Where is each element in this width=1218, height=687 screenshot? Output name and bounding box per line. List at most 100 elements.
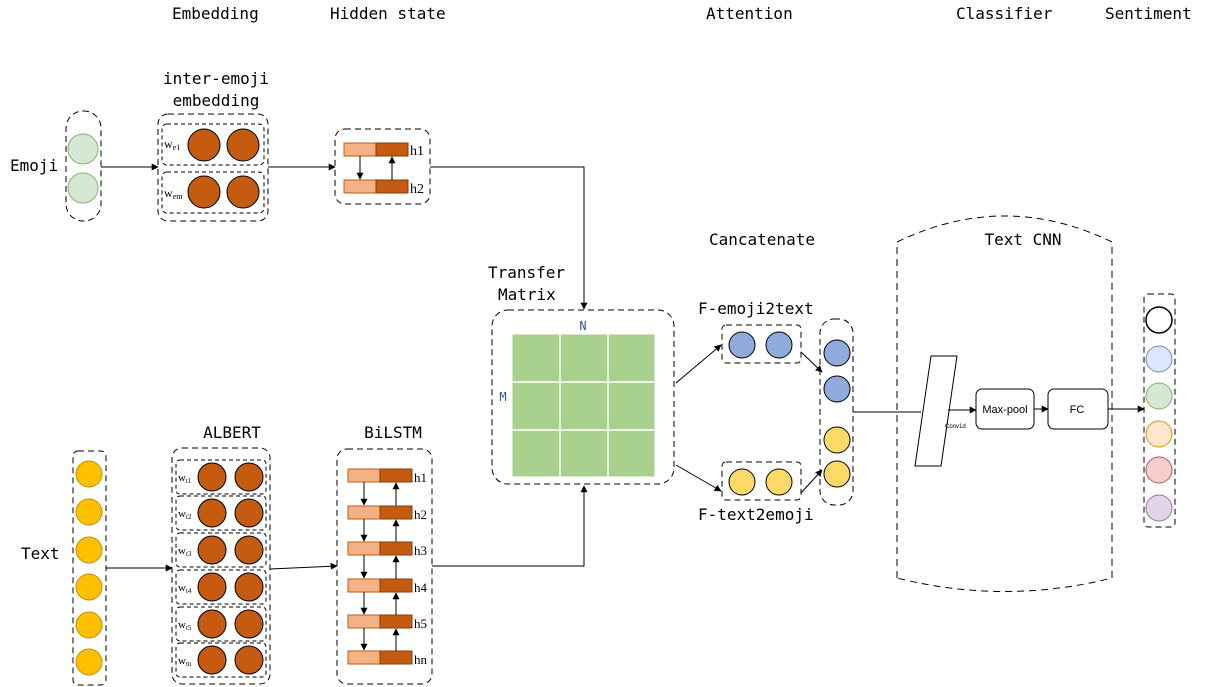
- albert-node: [197, 609, 227, 639]
- transfer-matrix-title: Transfer: [488, 263, 565, 282]
- emoji2text-node: [765, 331, 793, 359]
- albert-group: [171, 447, 271, 685]
- bilstm-hidden-label: h5: [414, 616, 427, 631]
- text2emoji-node: [728, 468, 756, 496]
- albert-node: [234, 645, 264, 675]
- albert-node: [234, 609, 264, 639]
- emoji-embedding-row-label: wem: [164, 186, 183, 201]
- albert-row: [175, 606, 267, 642]
- albert-row: [175, 642, 267, 678]
- albert-row: [175, 532, 267, 568]
- stage-embedding-label: Embedding: [172, 4, 259, 23]
- matrix-row-label: M: [499, 390, 506, 404]
- sentiment-class-node: [1145, 382, 1173, 410]
- bilstm-forward-cell: [347, 614, 381, 629]
- bilstm-hidden-label: h1: [414, 470, 427, 485]
- albert-row-label: wt2: [178, 508, 192, 521]
- emoji-embedding-node: [226, 128, 260, 162]
- emoji-input-group: [65, 110, 102, 222]
- text-input-node: [75, 460, 103, 488]
- text2emoji-group: [721, 461, 802, 501]
- bilstm-forward-cell: [347, 468, 381, 483]
- albert-node: [234, 535, 264, 565]
- albert-row-label: wtn: [178, 655, 192, 668]
- text2emoji-node: [765, 468, 793, 496]
- emoji-embedding-group: [157, 113, 269, 222]
- albert-node: [234, 462, 264, 492]
- emoji2text-node: [728, 331, 756, 359]
- emoji-hidden-label: h1: [410, 144, 424, 159]
- sentiment-output-group: [1143, 293, 1176, 528]
- text-input-label: Text: [21, 544, 60, 563]
- albert-row: [175, 495, 267, 531]
- emoji-hidden-to-matrix-arrow: [430, 166, 588, 310]
- bilstm-forward-cell: [347, 505, 381, 520]
- concat-node-text: [823, 426, 851, 454]
- emoji-embedding-row: [161, 123, 265, 166]
- stage-attention-label: Attention: [706, 4, 793, 23]
- concat-node-emoji: [823, 375, 851, 403]
- emoji-embedding-node: [187, 175, 221, 209]
- bilstm-hidden-label: h3: [414, 543, 427, 558]
- concat-node-emoji: [823, 339, 851, 367]
- emoji-embedding-title: embedding: [173, 91, 260, 110]
- albert-node: [234, 498, 264, 528]
- sentiment-class-node: [1145, 420, 1173, 448]
- text-input-node: [75, 536, 103, 564]
- text-cnn-title: Text CNN: [984, 230, 1061, 249]
- emoji2text-to-concat-arrow: [800, 351, 823, 373]
- bilstm-hidden-label: h4: [414, 580, 428, 595]
- albert-row-label: wt4: [178, 582, 192, 595]
- albert-row: [175, 459, 267, 495]
- text2emoji-to-concat-arrow: [800, 469, 823, 494]
- bilstm-backward-cell: [379, 614, 413, 629]
- albert-node: [197, 498, 227, 528]
- albert-node: [197, 462, 227, 492]
- transfer-matrix-group: [491, 309, 675, 485]
- text-input-node: [75, 498, 103, 526]
- emoji-embedding-title: inter-emoji: [163, 69, 269, 88]
- sentiment-class-node: [1145, 345, 1173, 373]
- albert-row-label: wt5: [178, 619, 192, 632]
- bilstm-to-matrix-arrow: [432, 485, 588, 567]
- albert-node: [234, 572, 264, 602]
- emoji-hidden-backward-cell: [375, 179, 409, 194]
- bilstm-title: BiLSTM: [364, 423, 422, 442]
- stage-classifier-label: Classifier: [956, 4, 1053, 23]
- albert-node: [197, 572, 227, 602]
- conv1d-label: Conv1d: [945, 424, 966, 430]
- bilstm-backward-cell: [379, 505, 413, 520]
- text-cnn-group: [896, 215, 1113, 592]
- sentiment-class-node: [1145, 306, 1173, 334]
- emoji-hidden-forward-cell: [343, 142, 377, 157]
- emoji2text-group: [721, 324, 802, 364]
- sentiment-class-node: [1145, 456, 1173, 484]
- bilstm-forward-cell: [347, 578, 381, 593]
- emoji-embedding-node: [226, 175, 260, 209]
- bilstm-backward-cell: [379, 468, 413, 483]
- albert-node: [197, 645, 227, 675]
- concat-node-text: [823, 460, 851, 488]
- emoji2text-label: F-emoji2text: [698, 299, 814, 318]
- bilstm-hidden-label: hn: [414, 652, 428, 667]
- stage-hidden-state-label: Hidden state: [330, 4, 446, 23]
- bilstm-backward-cell: [379, 541, 413, 556]
- emoji-input-label: Emoji: [10, 156, 58, 175]
- transfer-matrix-title: Matrix: [498, 285, 556, 304]
- emoji-input-node: [67, 133, 99, 165]
- matrix-to-text2emoji-arrow: [675, 464, 722, 492]
- emoji-hidden-forward-cell: [343, 179, 377, 194]
- fc-label: FC: [1070, 404, 1085, 416]
- emoji-input-node: [67, 172, 99, 204]
- text-input-node: [75, 648, 103, 676]
- concatenate-label: Cancatenate: [709, 230, 815, 249]
- bilstm-backward-cell: [379, 578, 413, 593]
- bilstm-forward-cell: [347, 541, 381, 556]
- bilstm-backward-cell: [379, 650, 413, 665]
- emoji-hidden-label: h2: [410, 182, 424, 197]
- matrix-to-emoji2text-arrow: [675, 344, 722, 384]
- stage-sentiment-label: Sentiment: [1105, 4, 1192, 23]
- max-pool-label: Max-pool: [982, 404, 1027, 416]
- emoji-embedding-row: [161, 171, 265, 214]
